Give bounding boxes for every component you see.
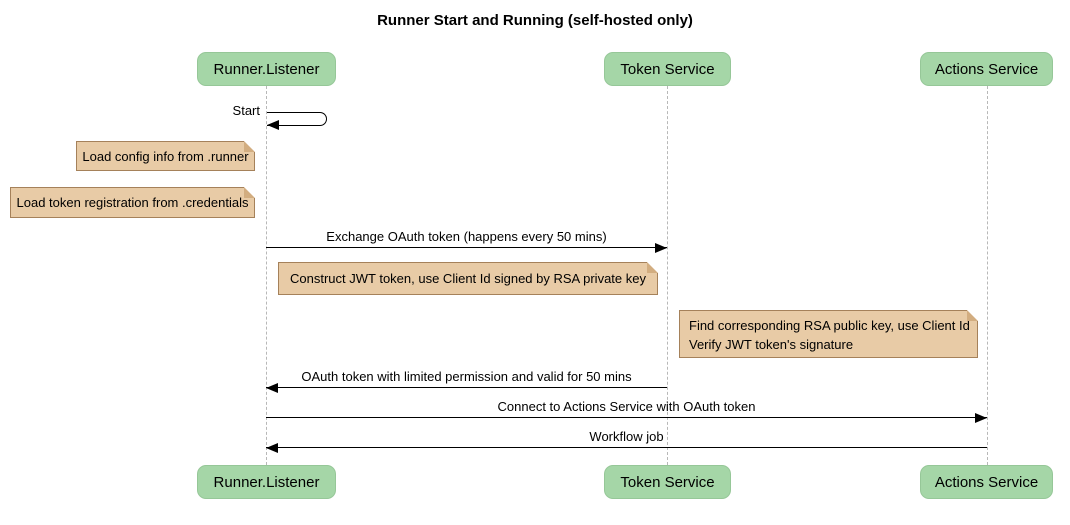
note-verify-jwt: Find corresponding RSA public key, use C… — [679, 310, 978, 358]
lifeline-actions-service — [987, 86, 988, 465]
message-label-exchange-oauth: Exchange OAuth token (happens every 50 m… — [326, 229, 607, 244]
message-label-start: Start — [232, 103, 260, 118]
message-workflow-job: Workflow job — [266, 429, 987, 453]
note-verify-jwt-line2: Verify JWT token's signature — [689, 337, 854, 352]
participant-top-token-service: Token Service — [604, 52, 731, 86]
participant-bottom-token-service: Token Service — [604, 465, 731, 499]
message-arrow-connect-actions — [266, 413, 987, 423]
participant-bottom-runner-listener: Runner.Listener — [197, 465, 336, 499]
diagram-title: Runner Start and Running (self-hosted on… — [377, 12, 693, 29]
message-arrow-exchange-oauth — [266, 243, 667, 253]
message-arrow-workflow-job — [266, 443, 987, 453]
participant-top-actions-service: Actions Service — [920, 52, 1053, 86]
message-connect-actions: Connect to Actions Service with OAuth to… — [266, 399, 987, 423]
self-message-arrowhead — [267, 120, 279, 130]
lifeline-token-service — [667, 86, 668, 465]
self-message-loop — [267, 112, 327, 126]
note-load-token-registration: Load token registration from .credential… — [10, 187, 255, 218]
message-label-connect-actions: Connect to Actions Service with OAuth to… — [497, 399, 756, 414]
message-oauth-return: OAuth token with limited permission and … — [266, 369, 667, 393]
lifeline-runner-listener — [266, 86, 267, 465]
note-construct-jwt: Construct JWT token, use Client Id signe… — [278, 262, 658, 295]
message-label-oauth-return: OAuth token with limited permission and … — [301, 369, 632, 384]
message-arrow-oauth-return — [266, 383, 667, 393]
message-label-workflow-job: Workflow job — [589, 429, 664, 444]
note-verify-jwt-line1: Find corresponding RSA public key, use C… — [689, 318, 970, 333]
note-load-config: Load config info from .runner — [76, 141, 255, 171]
message-exchange-oauth: Exchange OAuth token (happens every 50 m… — [266, 229, 667, 253]
participant-top-runner-listener: Runner.Listener — [197, 52, 336, 86]
participant-bottom-actions-service: Actions Service — [920, 465, 1053, 499]
